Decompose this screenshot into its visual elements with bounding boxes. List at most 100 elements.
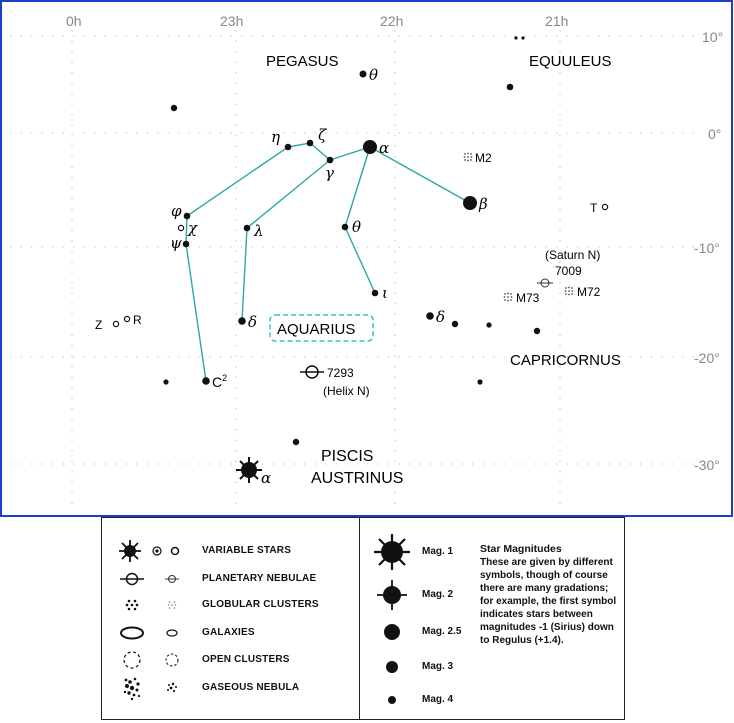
label-alpha: α xyxy=(379,139,389,157)
dec-label-minus10: -10° xyxy=(694,240,720,256)
label-cap-delta: δ xyxy=(436,308,445,326)
ra-label-21h: 21h xyxy=(545,13,568,29)
label-m2: M2 xyxy=(475,151,492,165)
star xyxy=(521,36,525,40)
star xyxy=(533,327,541,335)
star-cap-delta xyxy=(426,312,434,320)
star-fomalhaut-icon xyxy=(236,457,262,483)
dec-label-10: 10° xyxy=(702,29,723,45)
legend-panel: VARIABLE STARS PLANETARY NEBULAE GLOBULA… xyxy=(101,517,625,720)
mag-label-1: Mag. 1 xyxy=(422,546,454,557)
label-z: Z xyxy=(95,318,102,332)
variable-star-t-icon xyxy=(601,203,609,211)
globular-cluster-m2-icon xyxy=(463,152,473,162)
star-delta xyxy=(238,317,246,325)
planetary-nebula-icon xyxy=(120,572,144,586)
mag-1-icon xyxy=(374,534,410,570)
variable-star-z-icon xyxy=(112,320,120,328)
label-pegasus-theta: θ xyxy=(369,66,378,84)
open-cluster-small-icon xyxy=(165,653,179,667)
variable-star-faint-icon xyxy=(170,546,180,556)
star-iota xyxy=(371,289,379,297)
magnitude-explanation: Star Magnitudes These are given by diffe… xyxy=(480,543,620,647)
star xyxy=(170,104,178,112)
label-phi: φ xyxy=(171,202,182,220)
label-iota: ι xyxy=(382,284,388,302)
star xyxy=(486,322,492,328)
ra-label-23h: 23h xyxy=(220,13,243,29)
label-eta: η xyxy=(271,128,280,146)
label-chi: χ xyxy=(187,219,198,237)
legend-label-gaseous-nebula: GASEOUS NEBULA xyxy=(202,682,300,693)
galaxy-icon xyxy=(120,626,144,640)
star xyxy=(506,83,514,91)
legend-icons xyxy=(119,540,180,701)
open-cluster-icon xyxy=(123,651,141,669)
star-eta xyxy=(284,143,292,151)
globular-cluster-m73-icon xyxy=(503,292,513,302)
star xyxy=(477,379,483,385)
legend-label-open-clusters: OPEN CLUSTERS xyxy=(202,654,290,665)
constellation-equuleus: EQUULEUS xyxy=(529,53,612,70)
label-r: R xyxy=(133,313,142,327)
star xyxy=(163,379,169,385)
label-zeta: ζ xyxy=(318,126,327,144)
label-m72: M72 xyxy=(577,285,601,299)
star-alpha-aqr xyxy=(363,140,377,154)
legend-divider xyxy=(359,518,360,719)
mag-label-4: Mag. 4 xyxy=(422,694,454,705)
legend-label-globular-clusters: GLOBULAR CLUSTERS xyxy=(202,599,319,610)
star-pegasus-theta xyxy=(359,70,367,78)
star xyxy=(451,320,459,328)
label-helix-nebula: (Helix N) xyxy=(323,384,370,398)
label-ngc7009: 7009 xyxy=(555,264,582,278)
mag-label-3: Mag. 3 xyxy=(422,661,454,672)
variable-star-r-icon xyxy=(123,315,131,323)
label-theta: θ xyxy=(352,218,361,236)
gaseous-nebula-icon xyxy=(123,677,141,701)
label-psi: ψ xyxy=(170,234,182,252)
magnitude-icons xyxy=(374,534,410,704)
globular-cluster-icon xyxy=(125,599,139,611)
mag-2-5-icon xyxy=(384,624,400,640)
star-chart: 0h 23h 22h 21h 10° 0° -10° -20° -30° PEG… xyxy=(0,0,733,517)
ra-label-0h: 0h xyxy=(66,13,82,29)
label-beta: β xyxy=(478,195,488,213)
label-fomalhaut: α xyxy=(261,469,271,487)
planetary-nebula-7009-icon xyxy=(537,278,553,288)
coordinate-grid xyxy=(10,30,700,510)
aquarius-label-box xyxy=(269,314,374,342)
chart-frame xyxy=(0,0,733,517)
dec-label-minus20: -20° xyxy=(694,350,720,366)
star-c2 xyxy=(202,377,210,385)
legend-label-planetary-nebulae: PLANETARY NEBULAE xyxy=(202,573,317,584)
constellation-pegasus: PEGASUS xyxy=(266,53,339,70)
planetary-nebula-small-icon xyxy=(165,575,179,583)
variable-star-chi-icon xyxy=(177,224,185,232)
star-psi xyxy=(182,240,190,248)
dec-label-0: 0° xyxy=(708,126,721,142)
label-m73: M73 xyxy=(516,291,540,305)
star xyxy=(514,36,518,40)
magnitude-heading: Star Magnitudes xyxy=(480,543,562,555)
mag-4-icon xyxy=(388,696,396,704)
gaseous-nebula-small-icon xyxy=(167,682,177,693)
legend-label-galaxies: GALAXIES xyxy=(202,627,255,638)
constellation-austrinus: AUSTRINUS xyxy=(311,470,403,487)
label-lambda: λ xyxy=(253,222,264,240)
globular-cluster-small-icon xyxy=(167,601,177,609)
planetary-nebula-7293-icon xyxy=(300,365,324,379)
legend-label-variable-stars: VARIABLE STARS xyxy=(202,545,292,556)
globular-cluster-m72-icon xyxy=(564,286,574,296)
ra-label-22h: 22h xyxy=(380,13,403,29)
star-phi xyxy=(183,212,191,220)
label-c2: C2 xyxy=(212,373,227,390)
stars xyxy=(163,36,541,446)
mag-label-2: Mag. 2 xyxy=(422,589,454,600)
constellation-capricornus: CAPRICORNUS xyxy=(510,352,621,369)
mag-3-icon xyxy=(386,661,398,673)
mag-2-icon xyxy=(377,580,407,610)
label-delta: δ xyxy=(248,313,257,331)
magnitude-body: These are given by different symbols, th… xyxy=(480,557,617,646)
variable-star-small-icon xyxy=(152,546,162,556)
